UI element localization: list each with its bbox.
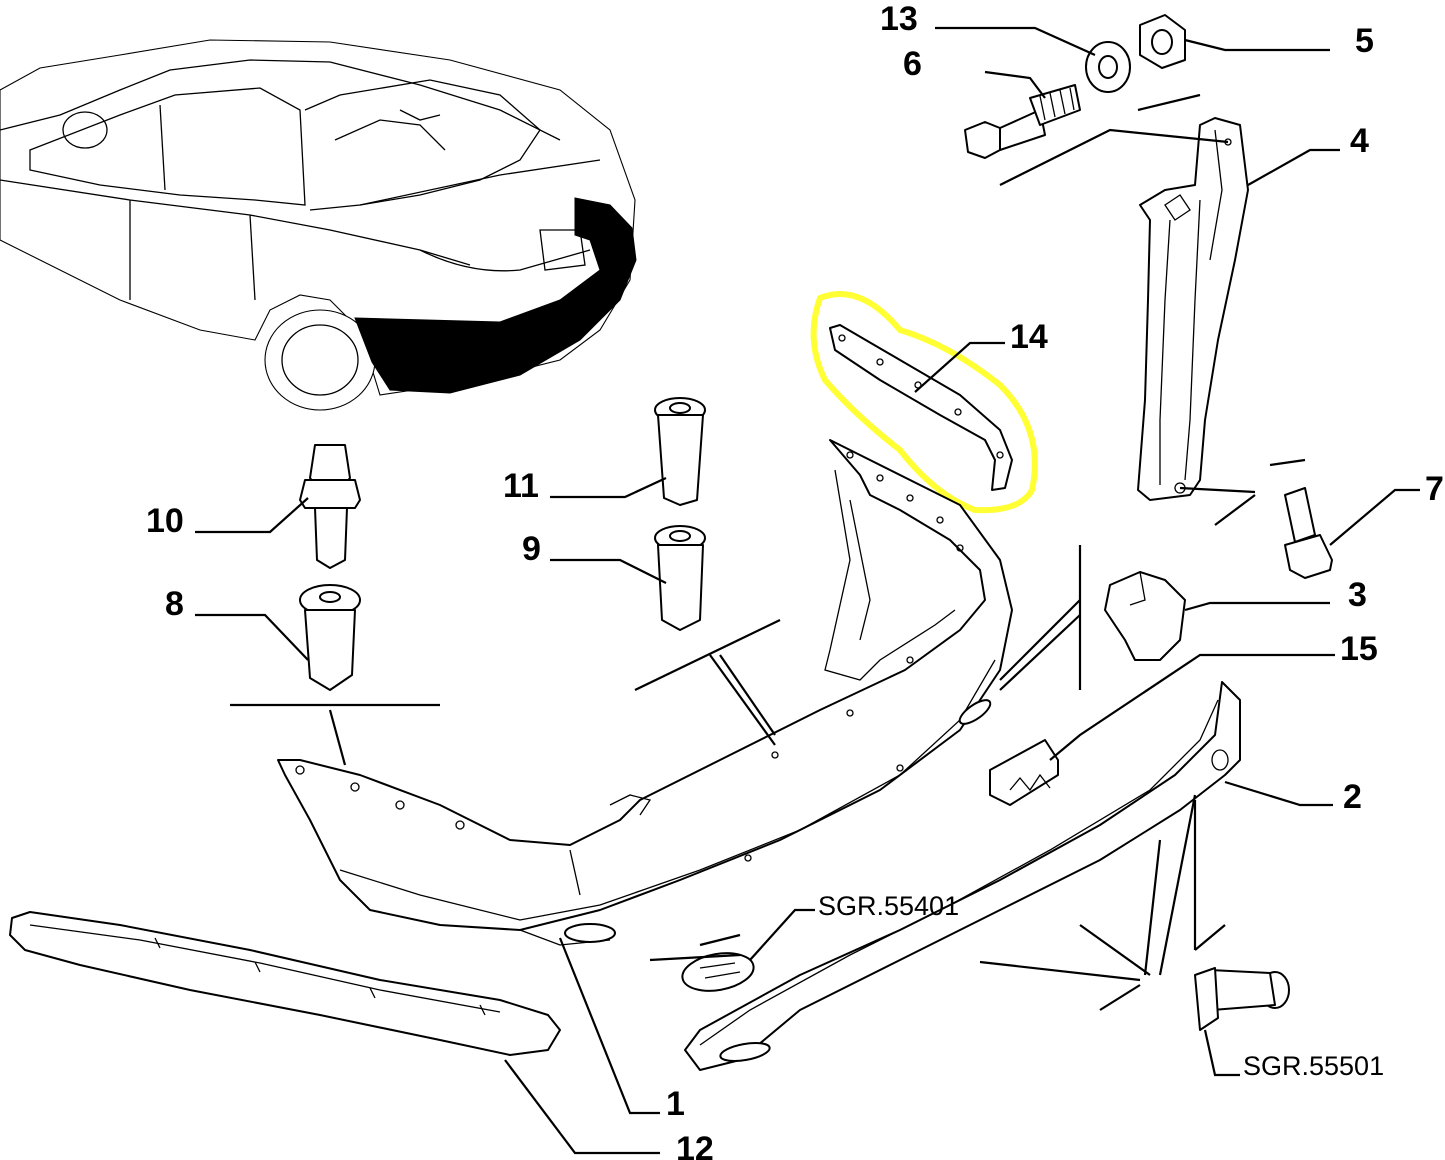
parking-sensor bbox=[1194, 967, 1290, 1031]
callout-label-13: 13 bbox=[880, 0, 918, 38]
lower-trim-strip-part-12 bbox=[9, 911, 561, 1056]
callout-label-11: 11 bbox=[503, 467, 539, 505]
callout-label-7: 7 bbox=[1425, 470, 1444, 508]
yellow-highlight-outline bbox=[810, 291, 1038, 514]
callout-label-4: 4 bbox=[1350, 122, 1369, 160]
parking-sensor-reference-label: SGR.55501 bbox=[1243, 1051, 1384, 1081]
rear-bumper-cover-part-1 bbox=[277, 439, 1013, 946]
fog-lamp-reference-label: SGR.55401 bbox=[818, 891, 959, 921]
screw-part-7 bbox=[1284, 487, 1333, 579]
clip-part-15 bbox=[989, 739, 1059, 806]
callout-label-9: 9 bbox=[522, 530, 541, 568]
rivet-part-9 bbox=[654, 525, 706, 631]
bolt-part-6 bbox=[964, 84, 1081, 159]
mounting-bracket bbox=[1137, 117, 1249, 501]
rivet-part-8 bbox=[299, 584, 361, 691]
washer-part-13 bbox=[1085, 41, 1131, 93]
nut-part-5 bbox=[1139, 14, 1186, 69]
callout-label-6: 6 bbox=[903, 45, 922, 83]
bumper-moulding-part-2 bbox=[684, 681, 1241, 1071]
callout-label-14: 14 bbox=[1010, 318, 1048, 356]
stud-part-10 bbox=[299, 444, 361, 569]
callout-label-5: 5 bbox=[1355, 22, 1374, 60]
highlighted-rear-bumper-on-car bbox=[354, 197, 637, 394]
callout-label-15: 15 bbox=[1340, 630, 1378, 668]
fog-lamp-lens bbox=[681, 952, 755, 992]
callout-label-10: 10 bbox=[146, 502, 184, 540]
callout-label-1: 1 bbox=[666, 1085, 685, 1123]
tow-hook-cap-part-3 bbox=[1104, 571, 1186, 661]
callout-label-3: 3 bbox=[1348, 576, 1367, 614]
callout-label-2: 2 bbox=[1343, 778, 1362, 816]
car-rear-view-illustration bbox=[0, 39, 636, 411]
rivet-part-11 bbox=[654, 397, 706, 506]
side-bumper-bracket-part-14 bbox=[829, 324, 1013, 491]
callout-label-8: 8 bbox=[165, 585, 184, 623]
callout-label-12: 12 bbox=[676, 1130, 714, 1160]
